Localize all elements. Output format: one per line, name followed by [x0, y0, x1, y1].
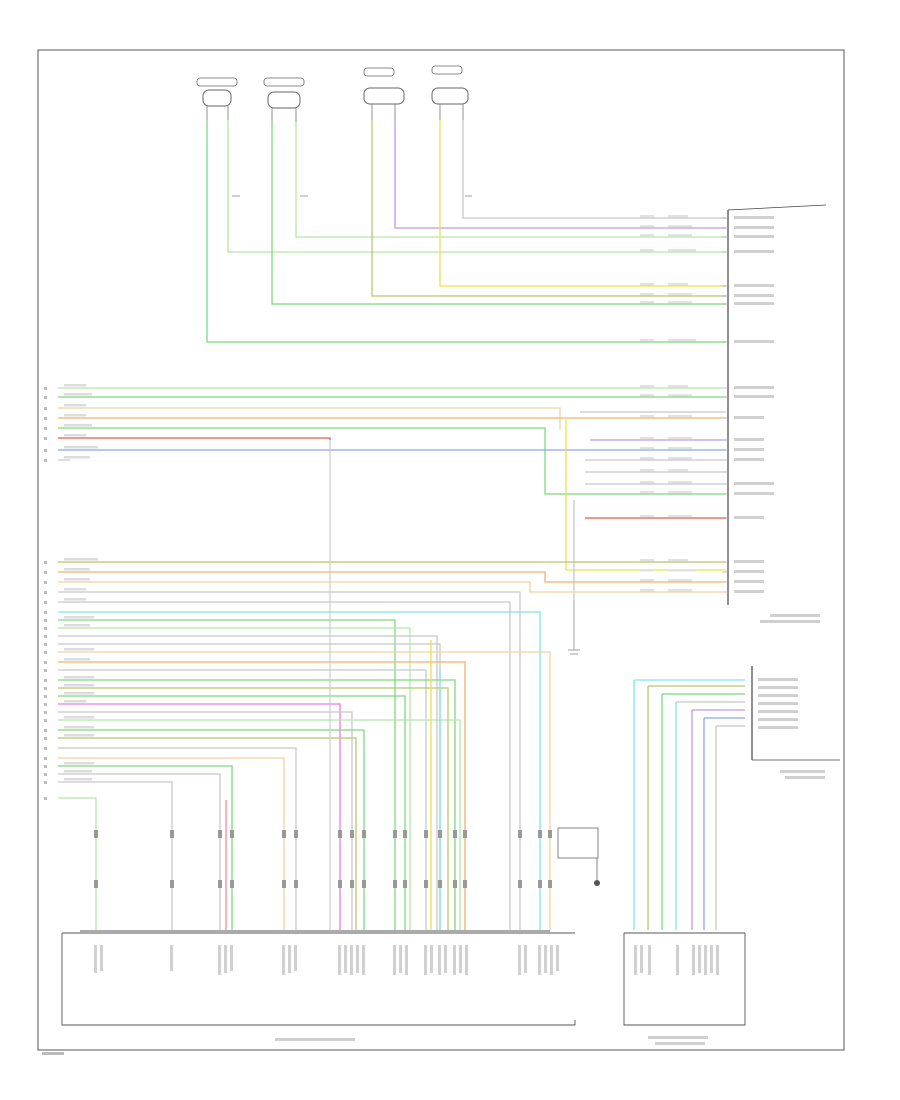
row-numbers	[44, 387, 47, 800]
top-components	[196, 65, 469, 122]
wire-c2-a	[271, 122, 726, 305]
wire-c2-b	[295, 122, 726, 238]
wire-c1-b	[227, 120, 726, 253]
component-3	[363, 67, 405, 120]
diagram-frame	[37, 49, 845, 1051]
front-module	[623, 666, 840, 1045]
bus-row-3	[58, 407, 561, 430]
wire-c4-a	[439, 120, 726, 287]
ground-symbol	[568, 600, 580, 655]
component-4	[431, 65, 469, 120]
middle-bus	[58, 387, 726, 495]
component-2	[263, 77, 305, 122]
wire-c3-a	[371, 120, 726, 297]
top-wires	[206, 120, 726, 343]
row-labels	[64, 384, 98, 781]
splice-block	[557, 827, 600, 886]
radio-connector	[722, 204, 827, 623]
wire-c4-b	[462, 120, 726, 219]
component-1	[196, 77, 238, 120]
bus-row-5	[58, 427, 726, 495]
amplifier-module	[61, 930, 576, 1041]
wire-tags	[640, 215, 696, 592]
inline-connectors	[94, 830, 552, 888]
bus-row-6	[58, 437, 331, 440]
lower-harness	[58, 561, 726, 930]
middle-right-wires	[565, 411, 726, 600]
wire-c1-a	[206, 120, 726, 343]
wire-c3-b	[394, 120, 726, 229]
corner-label	[42, 1052, 64, 1055]
